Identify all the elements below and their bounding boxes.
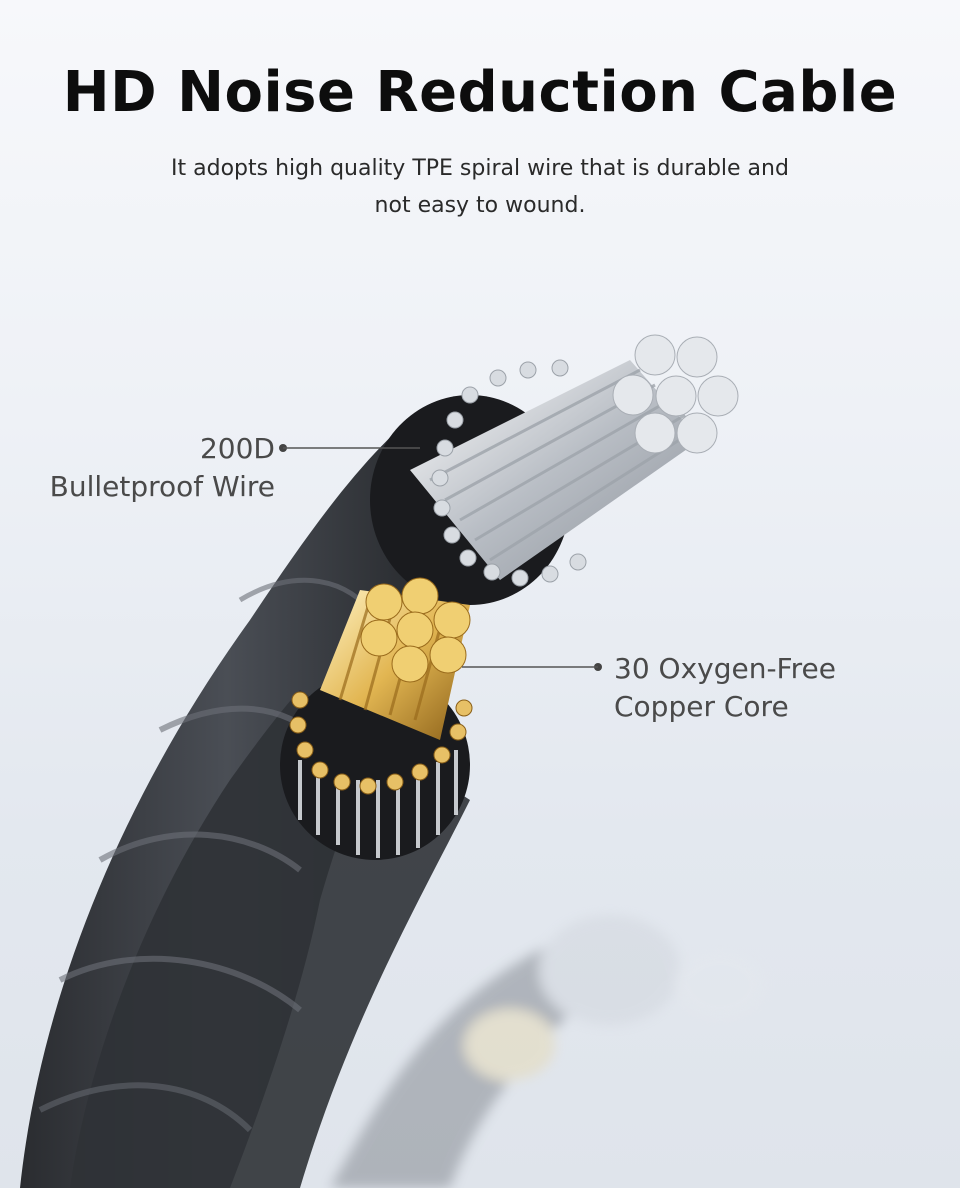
callout-copper-core: 30 Oxygen-Free Copper Core xyxy=(614,650,836,726)
leader-lines xyxy=(279,444,602,671)
callout-left-line2: Bulletproof Wire xyxy=(49,470,275,503)
page-subtitle: It adopts high quality TPE spiral wire t… xyxy=(171,156,789,218)
copper-strand-bundle xyxy=(280,577,473,860)
callout-left-line1: 200D xyxy=(199,432,275,465)
cable-reflection xyxy=(330,915,765,1188)
callout-right-line2: Copper Core xyxy=(614,690,789,723)
callout-right-line1: 30 Oxygen-Free xyxy=(614,652,836,685)
silver-strand-bundle xyxy=(370,334,739,605)
page-title: HD Noise Reduction Cable xyxy=(62,60,898,125)
callout-bulletproof-wire: 200D Bulletproof Wire xyxy=(30,430,275,506)
